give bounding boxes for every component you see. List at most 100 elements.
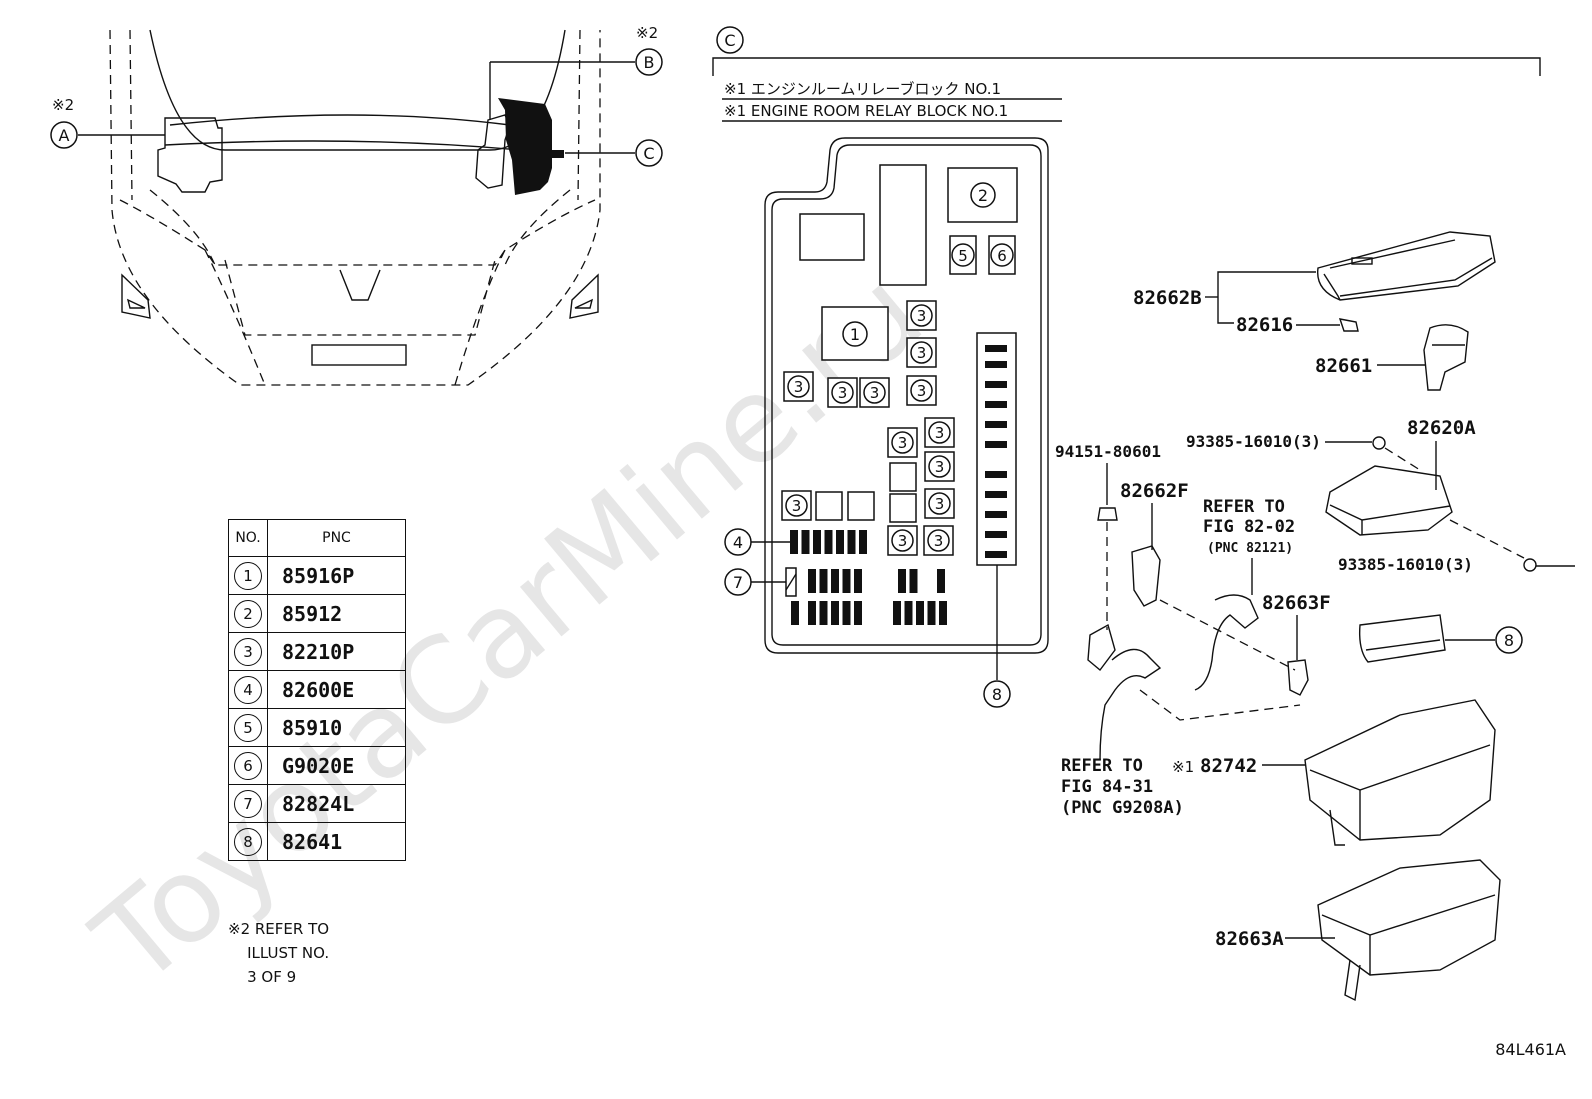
- fuse-strip-8: 8: [976, 332, 1017, 708]
- relay-3: 3: [887, 525, 918, 556]
- strip-fuse: [985, 361, 1007, 368]
- row-pnc: 82824L: [267, 784, 406, 823]
- row-number: 8: [234, 827, 262, 856]
- svg-text:3: 3: [792, 497, 802, 515]
- fuse: [937, 569, 945, 593]
- fuse: [824, 530, 833, 554]
- svg-text:(PNC G9208A): (PNC G9208A): [1061, 798, 1184, 818]
- row-pnc: 85916P: [267, 556, 406, 595]
- svg-text:3: 3: [917, 307, 927, 325]
- fuse: [842, 569, 851, 593]
- fuse: [893, 601, 901, 625]
- note-line: ※2 REFER TO: [228, 920, 330, 938]
- strip-fuse: [985, 421, 1007, 428]
- svg-text:94151-80601: 94151-80601: [1055, 442, 1161, 461]
- strip-fuses: [985, 345, 1007, 558]
- callout-b: B ※2: [635, 24, 663, 76]
- strip-fuse: [985, 491, 1007, 498]
- svg-text:3: 3: [917, 344, 927, 362]
- svg-text:7: 7: [733, 573, 743, 592]
- fuse: [916, 601, 924, 625]
- svg-text:REFER TO: REFER TO: [1203, 497, 1285, 517]
- part-94151: 94151-80601: [1055, 442, 1161, 630]
- relay-3: 3: [859, 377, 890, 408]
- svg-text:3: 3: [917, 382, 927, 400]
- part-82742-harness: [1087, 623, 1301, 761]
- svg-text:FIG 82-02: FIG 82-02: [1203, 517, 1295, 537]
- fuse: [909, 569, 918, 593]
- callout-4: 4: [724, 528, 790, 556]
- section-c-header: C ※1 エンジンルームリレーブロック NO.1 ※1 ENGINE ROOM …: [712, 26, 1541, 122]
- relay-3: 3: [827, 377, 858, 408]
- part-82662B-cover: 82662B 82616: [1133, 231, 1496, 336]
- header-pnc: PNC: [267, 519, 406, 557]
- svg-text:82620A: 82620A: [1407, 417, 1476, 439]
- row-pnc: 85912: [267, 594, 406, 633]
- fuse: [854, 569, 862, 593]
- header-no: NO.: [228, 519, 268, 557]
- svg-text:3: 3: [794, 378, 804, 396]
- svg-text:3: 3: [935, 458, 945, 476]
- svg-text:82616: 82616: [1236, 314, 1293, 336]
- svg-text:B: B: [644, 53, 655, 72]
- fuse: [898, 569, 906, 593]
- row-pnc: G9020E: [267, 746, 406, 785]
- fuse: [813, 530, 821, 554]
- fuse: [927, 601, 936, 625]
- svg-text:82661: 82661: [1315, 355, 1372, 377]
- svg-text:A: A: [59, 126, 70, 145]
- strip-fuse: [985, 381, 1007, 388]
- relay-3: 3: [887, 427, 918, 458]
- strip-fuse: [985, 511, 1007, 518]
- part-82662F: 82662F: [1120, 480, 1296, 671]
- svg-text:FIG 84-31: FIG 84-31: [1061, 777, 1153, 797]
- car-front-illustration: [78, 29, 635, 386]
- svg-text:82663A: 82663A: [1215, 928, 1284, 950]
- callout-a: A ※2: [50, 96, 78, 149]
- svg-text:※2: ※2: [52, 96, 74, 114]
- relay-block-layout: 2 5 6 1: [764, 137, 1049, 654]
- svg-text:8: 8: [992, 685, 1002, 704]
- svg-text:3: 3: [870, 384, 880, 402]
- fuse: [808, 601, 816, 625]
- relay-3: 3: [781, 490, 812, 521]
- fuse: [854, 601, 862, 625]
- svg-text:82662B: 82662B: [1133, 287, 1202, 309]
- svg-text:4: 4: [733, 533, 743, 552]
- relay-3: 3: [906, 337, 937, 368]
- svg-text:82663F: 82663F: [1262, 592, 1331, 614]
- part-82620A: 82620A 93385-16010(3) 93385-16010(3): [1186, 417, 1575, 574]
- svg-text:REFER TO: REFER TO: [1061, 756, 1143, 776]
- fuse: [904, 601, 913, 625]
- relay-3: 3: [924, 417, 955, 448]
- relay-3: 3: [923, 525, 954, 556]
- fuse: [790, 530, 798, 554]
- row-number: 7: [234, 789, 262, 818]
- note-line: 3 OF 9: [228, 968, 297, 986]
- fuse: [859, 530, 867, 554]
- svg-text:(PNC 82121): (PNC 82121): [1207, 541, 1293, 556]
- svg-text:3: 3: [898, 434, 908, 452]
- row-number: 3: [234, 637, 262, 666]
- relay-3: 3: [783, 371, 814, 402]
- part-82663F: 82663F: [1262, 592, 1331, 696]
- illustration-code: 84L461A: [1495, 1040, 1566, 1059]
- svg-text:※1: ※1: [1172, 758, 1194, 776]
- row-number: 4: [234, 675, 262, 704]
- fuse: [939, 601, 947, 625]
- row-pnc: 82210P: [267, 632, 406, 671]
- svg-text:93385-16010(3): 93385-16010(3): [1186, 432, 1321, 451]
- row-number: 2: [234, 599, 262, 628]
- refer-note: ※2 REFER TO ILLUST NO. 3 OF 9: [228, 917, 329, 989]
- watermark: ToyotaCarMine.ru: [69, 243, 948, 1012]
- section-title-jp: ※1 エンジンルームリレーブロック NO.1: [724, 80, 1001, 98]
- row-number: 6: [234, 751, 262, 780]
- fuse: [842, 601, 851, 625]
- svg-text:3: 3: [838, 384, 848, 402]
- strip-fuse: [985, 401, 1007, 408]
- relay-3: 3: [924, 488, 955, 519]
